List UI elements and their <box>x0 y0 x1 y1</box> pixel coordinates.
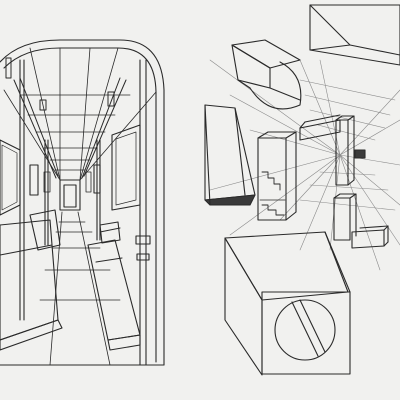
right-bench-seat <box>87 221 141 351</box>
far-doorway <box>59 179 81 211</box>
grab-poles <box>19 59 151 366</box>
staircase-box <box>257 131 297 221</box>
center-post <box>335 115 355 186</box>
ceiling-light-strips <box>5 57 127 179</box>
small-shadow-block <box>354 149 366 159</box>
bottom-box-with-circle <box>224 231 351 376</box>
left-bench-seat <box>0 209 63 351</box>
far-door-window <box>63 184 77 208</box>
wedge-half-cylinder <box>231 39 302 110</box>
right-cross-arm <box>351 225 389 249</box>
train-interior-drawing <box>0 39 165 366</box>
lower-vertical-box <box>333 193 357 241</box>
carriage-outline <box>0 39 165 366</box>
left-slab-with-shadow <box>204 104 256 206</box>
geometric-blocks-drawing <box>204 4 400 376</box>
top-right-block <box>309 4 400 66</box>
upper-beam <box>299 114 341 141</box>
